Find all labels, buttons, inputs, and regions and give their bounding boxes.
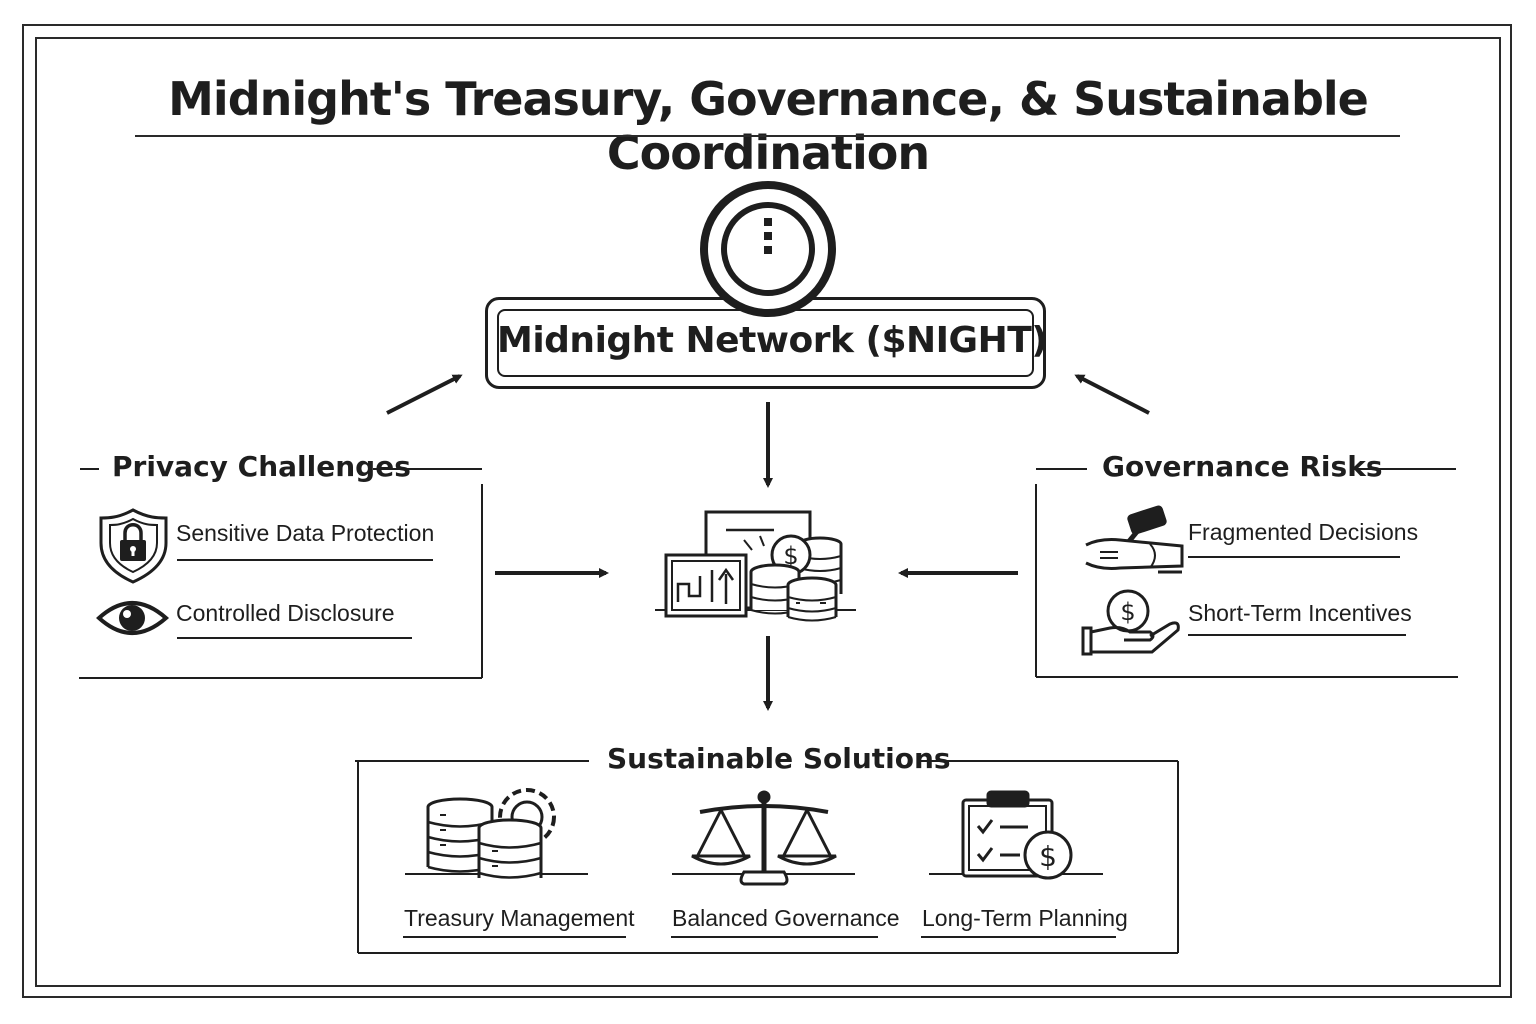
privacy-challenges-header: Privacy Challenges xyxy=(112,450,411,483)
gavel-icon xyxy=(1085,505,1184,574)
privacy-item-sensitive-data: Sensitive Data Protection xyxy=(176,520,435,546)
clipboard-dollar-icon: $ xyxy=(961,790,1073,880)
solution-treasury-management: Treasury Management xyxy=(404,905,635,931)
hand-coin-icon: $ xyxy=(1081,589,1180,656)
scales-icon xyxy=(691,790,837,886)
governance-panel xyxy=(1035,468,1458,678)
page-title: Midnight's Treasury, Governance, & Susta… xyxy=(168,72,1369,180)
solution-balanced-governance: Balanced Governance xyxy=(672,905,900,931)
network-label: Midnight Network ($NIGHT) xyxy=(497,320,1048,361)
sustainable-solutions-header: Sustainable Solutions xyxy=(607,742,951,775)
solutions-panel xyxy=(355,760,1179,954)
solution-long-term-planning: Long-Term Planning xyxy=(922,905,1128,931)
governance-item-short-term: Short-Term Incentives xyxy=(1188,600,1412,626)
privacy-panel xyxy=(79,468,483,679)
privacy-item-controlled-disclosure: Controlled Disclosure xyxy=(176,600,395,626)
svg-text:$: $ xyxy=(1039,840,1057,873)
svg-text:$: $ xyxy=(783,542,798,570)
inner-frame xyxy=(35,37,1501,987)
governance-item-fragmented: Fragmented Decisions xyxy=(1188,519,1419,545)
governance-risks-header: Governance Risks xyxy=(1102,450,1383,483)
arrow-privacy-to-network xyxy=(386,374,463,415)
midnight-logo-icon xyxy=(700,181,836,317)
eye-icon xyxy=(96,601,170,635)
title-underline xyxy=(135,135,1400,137)
treasury-hub-icon: $ xyxy=(655,510,856,622)
shield-lock-icon xyxy=(99,508,168,584)
arrow-governance-to-network xyxy=(1074,374,1150,415)
flow-arrows xyxy=(386,374,1150,711)
coins-gear-icon xyxy=(426,788,556,879)
outer-frame xyxy=(22,24,1512,998)
svg-text:$: $ xyxy=(1120,598,1135,626)
